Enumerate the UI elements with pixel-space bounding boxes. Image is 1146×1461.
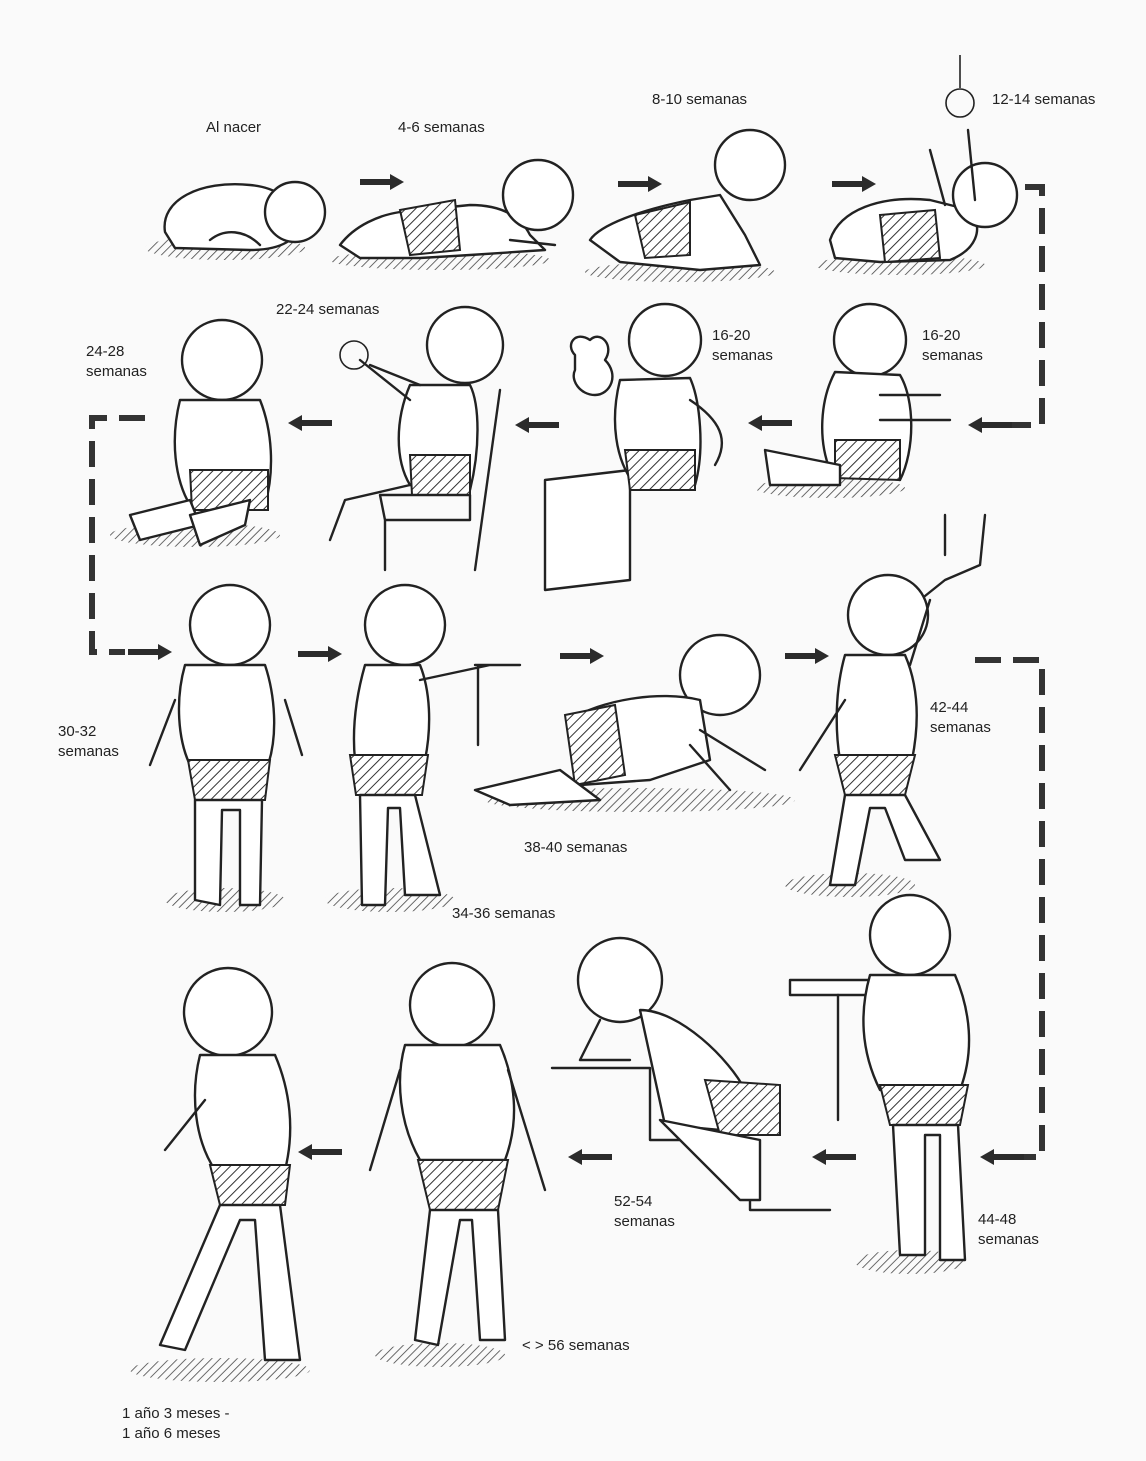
- stage-label-34-36-weeks: 34-36 semanas: [452, 904, 555, 924]
- stage-label-22-24-weeks: 22-24 semanas: [276, 300, 379, 320]
- stage-label-birth: Al nacer: [206, 118, 261, 138]
- progression-path-line: [1000, 187, 1042, 425]
- baby-4-6-weeks-figure: [330, 160, 573, 270]
- baby-8-10-weeks-figure: [585, 130, 785, 282]
- arrow-left-icon: [288, 415, 332, 431]
- arrow-left-icon: [515, 417, 559, 433]
- toddler-walking-figure: [130, 968, 310, 1382]
- baby-12-14-weeks-figure: [815, 55, 1017, 275]
- arrow-right-icon: [560, 648, 604, 664]
- arrow-left-icon: [748, 415, 792, 431]
- arrow-left-icon: [812, 1149, 856, 1165]
- teddy-bear-icon: [571, 337, 612, 395]
- stage-label-38-40-weeks: 38-40 semanas: [524, 838, 627, 858]
- baby-34-36-weeks-standing-figure: [325, 585, 520, 912]
- baby-30-32-weeks-supported-standing-figure: [150, 585, 302, 912]
- baby-16-20-weeks-teddy-figure: [545, 304, 722, 590]
- arrow-right-icon: [298, 646, 342, 662]
- baby-44-48-weeks-cruising-figure: [790, 895, 969, 1274]
- arrow-right-icon: [785, 648, 829, 664]
- rattle-icon: [340, 341, 368, 369]
- arrow-right-icon: [832, 176, 876, 192]
- rattle-ring-icon: [946, 89, 974, 117]
- baby-56-weeks-standing-figure: [370, 963, 545, 1367]
- stage-label-12-14-weeks: 12-14 semanas: [992, 90, 1095, 110]
- stage-label-4-6-weeks: 4-6 semanas: [398, 118, 485, 138]
- baby-birth-figure: [145, 182, 325, 260]
- arrow-left-icon: [298, 1144, 342, 1160]
- arrow-left-icon: [968, 417, 1012, 433]
- stage-label-8-10-weeks: 8-10 semanas: [652, 90, 747, 110]
- arrow-left-icon: [568, 1149, 612, 1165]
- baby-22-24-weeks-highchair-figure: [330, 307, 503, 570]
- stage-label-1-year: 1 año 3 meses -1 año 6 meses: [122, 1404, 230, 1444]
- baby-16-20-weeks-supported-figure: [755, 304, 950, 498]
- arrow-right-icon: [360, 174, 404, 190]
- arrow-right-icon: [618, 176, 662, 192]
- arrow-left-icon: [980, 1149, 1024, 1165]
- arrow-right-icon: [128, 644, 172, 660]
- baby-38-40-weeks-crawling-figure: [475, 635, 795, 812]
- stage-label-56-weeks: < > 56 semanas: [522, 1336, 630, 1356]
- baby-52-54-weeks-climbing-figure: [552, 938, 830, 1210]
